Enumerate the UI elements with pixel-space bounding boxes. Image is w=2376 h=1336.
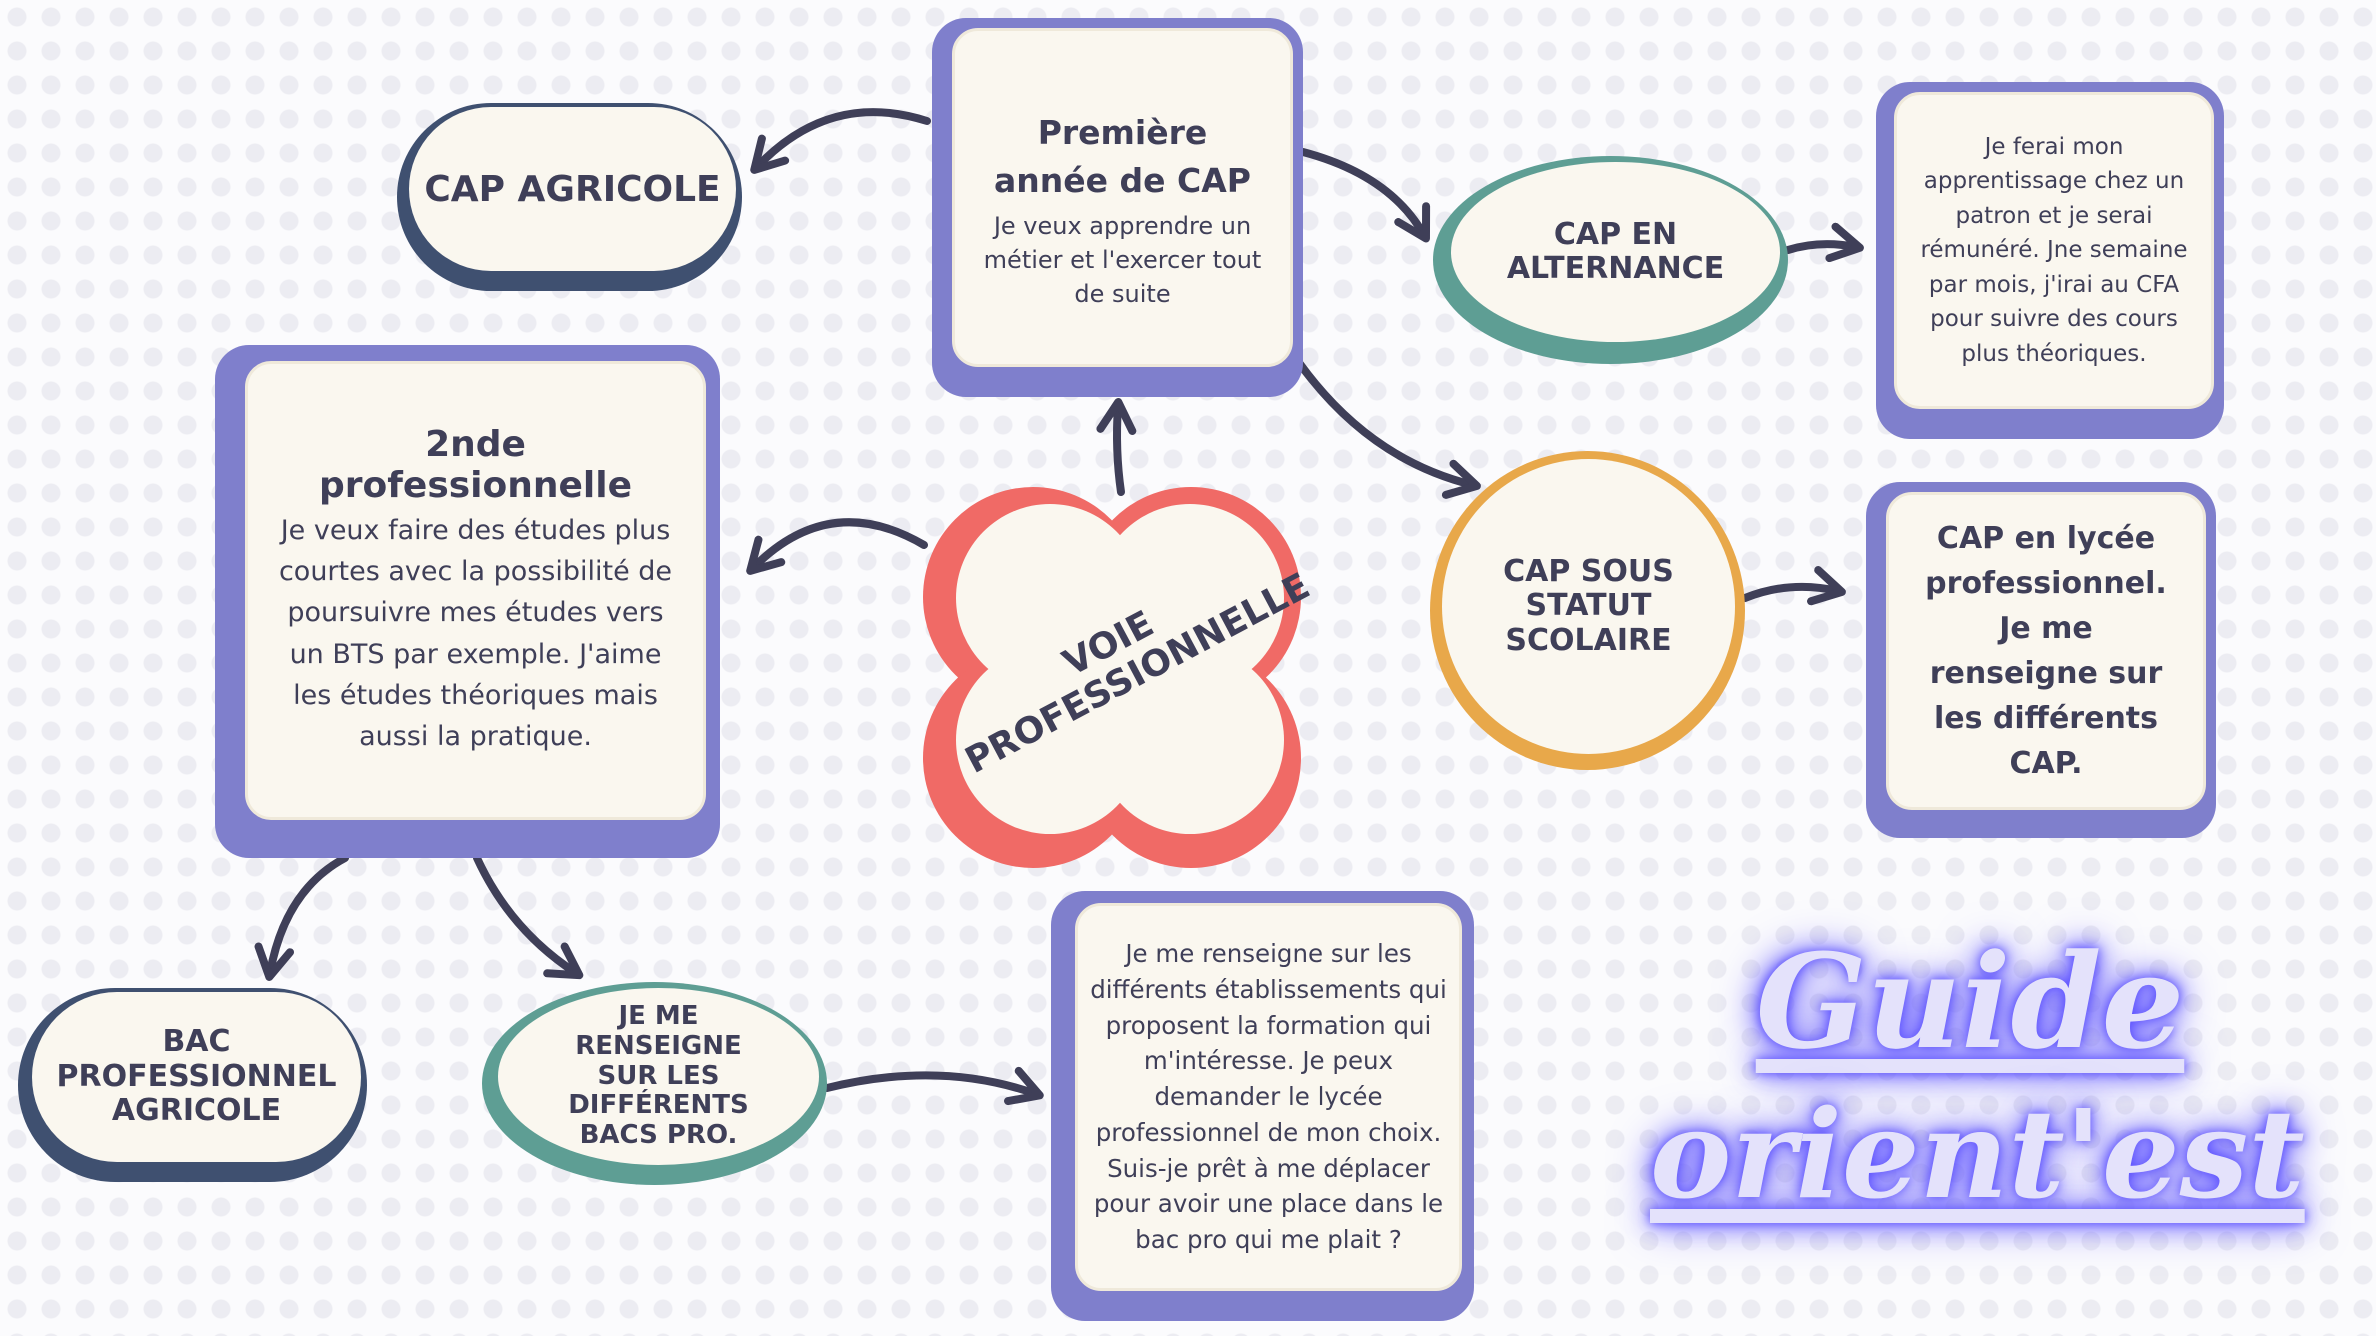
cap-scolaire-label: CAP SOUS STATUT SCOLAIRE — [1503, 553, 1674, 658]
first-year-cap-box: Première année de CAP Je veux apprendre … — [932, 18, 1303, 397]
arrow-to-cap-agricole — [750, 108, 931, 174]
alternance-info-text: Je ferai mon apprentissage chez un patro… — [1920, 133, 2188, 367]
cloud-shape — [923, 487, 1301, 868]
logo-line1: Guide — [1755, 925, 2185, 1078]
center-node: VOIE PROFESSIONNELLE — [918, 482, 1316, 873]
lycee-info-text: CAP en lycée professionnel. Je me rensei… — [1925, 521, 2167, 781]
arrow-to-bacs-pro — [473, 854, 584, 980]
etablissements-info-text: Je me renseigne sur les différents établ… — [1090, 939, 1447, 1255]
bacs-pro-label: JE ME RENSEIGNE SUR LES DIFFÉRENTS BACS … — [568, 1000, 749, 1151]
bac-agricole-label: BAC PROFESSIONNEL AGRICOLE — [56, 1024, 337, 1129]
arrow-to-lycee-info — [1741, 566, 1846, 606]
seconde-pro-box: 2nde professionnelle Je veux faire des é… — [215, 345, 720, 858]
bac-agricole-node: BAC PROFESSIONNEL AGRICOLE — [18, 988, 367, 1182]
guide-orientest-logo: Guide orient'est — [1650, 925, 2305, 1280]
cap-agricole-label: CAP AGRICOLE — [424, 168, 721, 210]
bacs-pro-node: JE ME RENSEIGNE SUR LES DIFFÉRENTS BACS … — [482, 982, 827, 1185]
etablissements-info-box: Je me renseigne sur les différents établ… — [1051, 891, 1474, 1321]
arrow-to-seconde-pro — [746, 518, 928, 575]
first-year-text: Je veux apprendre un métier et l'exercer… — [983, 211, 1262, 308]
lycee-info-box: CAP en lycée professionnel. Je me rensei… — [1866, 482, 2216, 838]
cap-alternance-label: CAP EN ALTERNANCE — [1506, 216, 1725, 286]
arrow-to-etablissements — [823, 1066, 1044, 1106]
cap-agricole-node: CAP AGRICOLE — [397, 103, 742, 291]
arrow-to-cap-alternance — [1299, 148, 1431, 243]
cap-alternance-node: CAP EN ALTERNANCE — [1433, 156, 1788, 364]
seconde-pro-title: 2nde professionnelle — [318, 424, 633, 507]
arrow-to-bac-agricole — [254, 854, 349, 981]
seconde-pro-text: Je veux faire des études plus courtes av… — [278, 515, 673, 752]
arrow-to-alternance-info — [1784, 222, 1864, 263]
arrow-to-cap-scolaire — [1296, 360, 1481, 499]
alternance-info-box: Je ferai mon apprentissage chez un patro… — [1876, 82, 2224, 439]
logo-line2: orient'est — [1650, 1082, 2305, 1226]
cap-scolaire-node: CAP SOUS STATUT SCOLAIRE — [1430, 451, 1745, 770]
arrow-to-first-year — [1096, 398, 1137, 496]
first-year-title: Première année de CAP — [994, 113, 1251, 200]
